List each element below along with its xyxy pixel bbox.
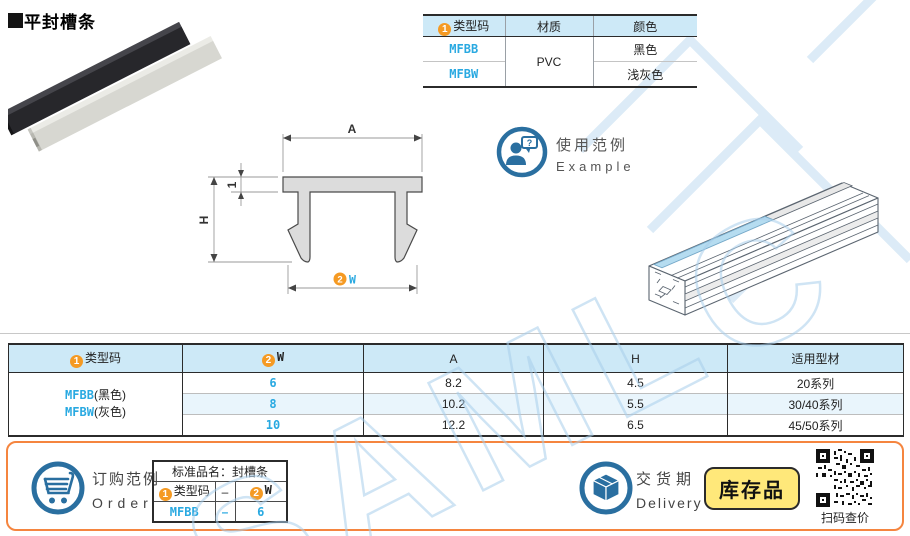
spec-color-black: 黑色: [592, 36, 697, 62]
qr-caption: 扫码查价: [820, 511, 869, 525]
dim-w-label: 2 W: [333, 272, 356, 287]
header-series: 适用型材: [727, 344, 904, 373]
spec-color-gray: 浅灰色: [592, 61, 697, 87]
header-h: H: [543, 344, 728, 373]
w-value: 8: [182, 393, 364, 415]
person-question-icon: ?: [496, 126, 548, 178]
order-dash-value: –: [214, 501, 236, 523]
usage-label-en: Example: [556, 159, 635, 174]
section-divider: [0, 333, 910, 334]
page-title: 平封槽条: [8, 8, 96, 33]
profile-example-drawing: [648, 182, 879, 316]
stock-badge: 库存品: [704, 467, 800, 510]
spec-material-value: PVC: [504, 36, 593, 87]
package-box-icon: [579, 461, 633, 515]
circled-1-badge: 1: [69, 355, 83, 368]
order-label-cn: 订购范例: [92, 471, 161, 488]
order-table-title: 标准品名：封槽条: [152, 460, 288, 482]
circled-1-badge: 1: [158, 488, 172, 501]
series-value: 20系列: [727, 372, 904, 394]
header-a: A: [363, 344, 544, 373]
h-value: 5.5: [543, 393, 728, 415]
h-value: 4.5: [543, 372, 728, 394]
circled-2-badge: 2: [249, 487, 263, 500]
type-codes-cell: MFBB(黑色) MFBW(灰色): [8, 372, 183, 436]
order-table-values: MFBB – 6: [152, 501, 288, 523]
dimension-arrows: [210, 134, 422, 292]
w-value: 6: [182, 372, 364, 394]
svg-text:W: W: [349, 273, 356, 287]
order-label: 订购范例 Order: [92, 468, 160, 511]
delivery-label: 交货期 Delivery: [636, 468, 703, 511]
circled-1-badge: 1: [438, 22, 452, 36]
order-w-value: 6: [234, 501, 288, 523]
series-value: 45/50系列: [727, 414, 904, 436]
delivery-label-en: Delivery: [636, 495, 703, 511]
black-strip: [8, 22, 191, 136]
a-value: 8.2: [363, 372, 544, 394]
table-row: 10 12.2 6.5 45/50系列: [9, 414, 904, 436]
page-title-text: 平封槽条: [24, 13, 96, 32]
cross-section-drawing: A 1 H 2 W: [197, 122, 423, 294]
table-row: MFBB(黑色) MFBW(灰色) 6 8.2 4.5 20系列: [8, 372, 904, 436]
profile-shape: [282, 176, 423, 263]
order-code-value: MFBB: [152, 501, 216, 523]
a-value: 12.2: [363, 414, 544, 436]
product-photo: [8, 22, 222, 152]
a-value: 10.2: [363, 393, 544, 415]
table-row: 8 10.2 5.5 30/40系列: [9, 393, 904, 415]
gray-strip: [27, 36, 222, 152]
spec-row: MFBB PVC 黑色: [423, 36, 697, 87]
spec-code-mfbb: MFBB: [449, 42, 479, 56]
shopping-cart-icon: [31, 461, 85, 515]
series-value: 30/40系列: [727, 393, 904, 415]
w-value: 10: [182, 414, 364, 436]
spec-header-color: 颜色: [592, 15, 697, 37]
h-value: 6.5: [543, 414, 728, 436]
svg-text:?: ?: [527, 138, 533, 148]
qr-code: [816, 449, 874, 507]
order-dash: –: [214, 481, 236, 502]
spec-header-material: 材质: [504, 15, 593, 37]
dim-a-label: A: [348, 122, 357, 136]
spec-code-mfbw: MFBW: [423, 61, 505, 87]
order-label-en: Order: [92, 495, 153, 511]
delivery-label-cn: 交货期: [636, 471, 697, 488]
square-bullet-icon: [8, 13, 23, 28]
circled-2-badge: 2: [337, 275, 342, 286]
dim-1-label: 1: [225, 181, 239, 188]
dim-h-label: H: [197, 216, 211, 225]
circled-2-badge: 2: [261, 354, 275, 367]
